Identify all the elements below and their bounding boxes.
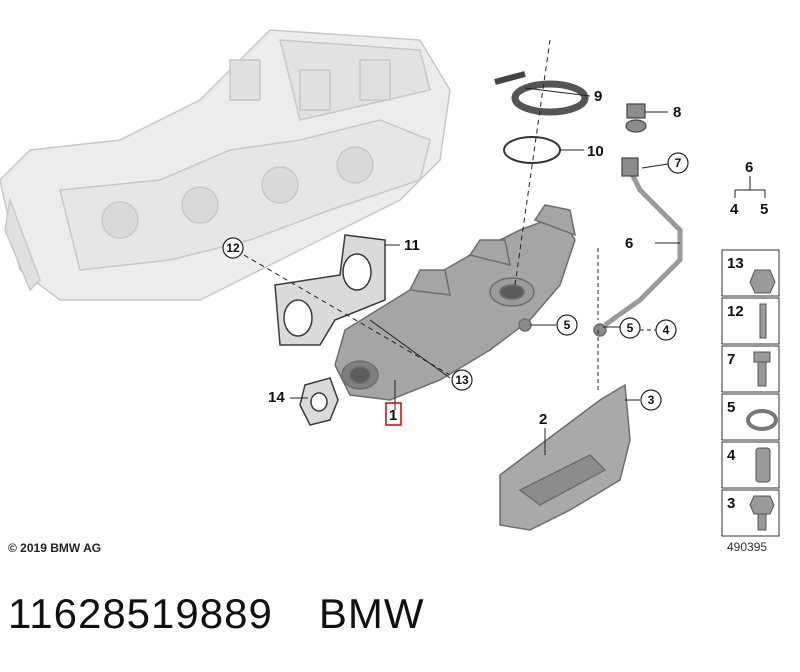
sidebar-box-13: 13 — [721, 249, 780, 297]
label-11: 11 — [404, 237, 420, 254]
circled-label-5a: 5 — [556, 314, 578, 336]
banjo-bolt-icon — [755, 447, 771, 483]
highlight-box — [385, 402, 402, 426]
seal-ring — [503, 136, 561, 164]
stud-icon — [759, 303, 767, 339]
label-6: 6 — [625, 235, 633, 252]
label-1: 1 — [389, 407, 397, 424]
svg-text:13: 13 — [727, 255, 744, 272]
v-band-clamp — [494, 71, 589, 116]
label-9: 9 — [594, 88, 602, 105]
circled-label-13: 13 — [451, 369, 473, 391]
svg-text:4: 4 — [727, 447, 736, 464]
sidebar-hardware: 13 12 7 5 4 3 — [721, 249, 780, 537]
label-8: 8 — [673, 104, 681, 121]
sidebar-box-7: 7 — [721, 345, 780, 393]
circled-label-12: 12 — [222, 237, 244, 259]
nut-icon — [749, 269, 776, 294]
pipe-fitting — [621, 157, 639, 177]
manifold-gasket — [274, 234, 386, 346]
sidebar-box-3: 3 — [721, 489, 780, 537]
diagram-number: 490395 — [727, 540, 768, 554]
svg-text:13: 13 — [455, 373, 469, 387]
small-gasket — [299, 377, 339, 426]
sidebar-box-5: 5 — [721, 393, 780, 441]
part-caption: 11628519889 BMW — [8, 590, 470, 638]
circled-label-4: 4 — [655, 319, 677, 341]
sidebar-box-12: 12 — [721, 297, 780, 345]
tree-right-5: 5 — [760, 201, 768, 218]
part-number: 11628519889 — [8, 590, 273, 637]
circled-label-3: 3 — [640, 389, 662, 411]
svg-text:3: 3 — [727, 495, 735, 512]
svg-text:7: 7 — [675, 156, 682, 170]
bolt-head-icon — [753, 351, 771, 363]
svg-text:3: 3 — [648, 393, 655, 407]
tree-left-4: 4 — [730, 201, 739, 218]
svg-text:12: 12 — [226, 241, 240, 255]
svg-text:12: 12 — [727, 303, 744, 320]
label-2: 2 — [539, 411, 547, 428]
svg-text:4: 4 — [663, 323, 670, 337]
sensor-part — [625, 103, 647, 133]
svg-text:7: 7 — [727, 351, 735, 368]
pipe-line — [603, 168, 683, 328]
svg-text:5: 5 — [627, 321, 634, 335]
leader-lines — [243, 39, 766, 455]
svg-text:5: 5 — [564, 318, 571, 332]
circled-label-7: 7 — [667, 152, 689, 174]
bolt-shank-icon — [757, 361, 767, 387]
svg-text:5: 5 — [727, 399, 735, 416]
exhaust-manifold — [334, 204, 607, 401]
label-10: 10 — [587, 143, 604, 160]
label-14: 14 — [268, 389, 285, 406]
heat-shield — [499, 383, 631, 531]
sidebar-box-4: 4 — [721, 441, 780, 489]
hex-bolt-icon — [749, 495, 775, 515]
circled-label-5b: 5 — [619, 317, 641, 339]
copyright-notice: © 2019 BMW AG — [8, 541, 102, 555]
tree-top-6: 6 — [745, 159, 753, 176]
brand-name: BMW — [318, 590, 425, 637]
washer-icon — [746, 409, 778, 431]
cylinder-head-illustration — [0, 29, 451, 301]
